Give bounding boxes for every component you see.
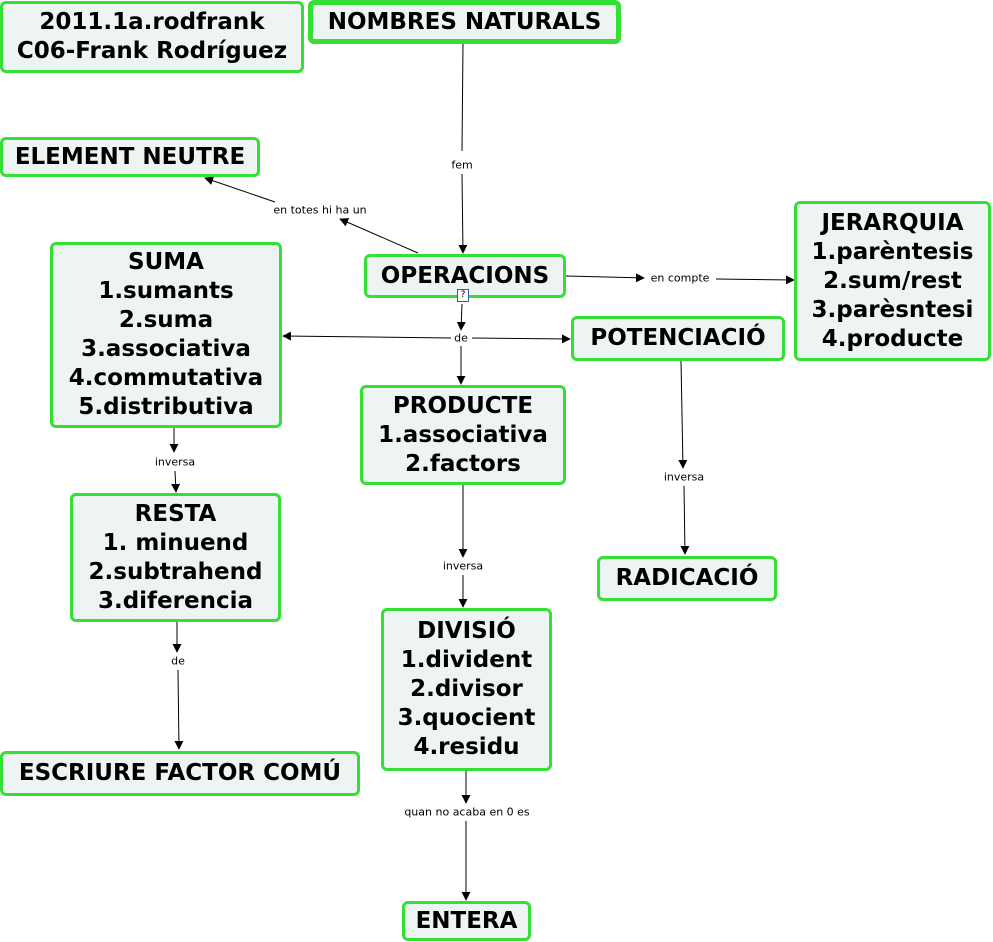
author-line-2: C06-Frank Rodríguez bbox=[16, 38, 288, 64]
document-icon[interactable]: ? bbox=[457, 289, 469, 302]
concept-divisio[interactable]: DIVISIÓ 1.divident 2.divisor 3.quocient … bbox=[381, 608, 552, 771]
author-line-1: 2011.1a.rodfrank bbox=[39, 9, 265, 35]
producte-item-2: 2.factors bbox=[405, 450, 521, 477]
link-label-de-resta: de bbox=[169, 654, 187, 668]
radicacio-label: RADICACIÓ bbox=[615, 565, 759, 591]
jerarquia-item-2: 2.sum/rest bbox=[823, 267, 962, 294]
link-label-en-compte: en compte bbox=[648, 271, 712, 285]
concept-entera[interactable]: ENTERA bbox=[402, 901, 531, 941]
jerarquia-item-3: 3.parèsntesi bbox=[811, 296, 974, 323]
suma-title: SUMA bbox=[128, 249, 204, 275]
resta-item-1: 1. minuend bbox=[102, 529, 249, 556]
resta-item-2: 2.subtrahend bbox=[88, 558, 263, 585]
potenciacio-label: POTENCIACIÓ bbox=[590, 325, 766, 351]
resta-item-3: 3.diferencia bbox=[97, 587, 254, 614]
concept-potenciacio[interactable]: POTENCIACIÓ bbox=[571, 316, 785, 361]
link-label-inversa-suma: inversa bbox=[152, 455, 198, 469]
suma-item-2: 2.suma bbox=[118, 307, 214, 333]
escriure-label: ESCRIURE FACTOR COMÚ bbox=[18, 760, 342, 786]
concept-element-neutre[interactable]: ELEMENT NEUTRE bbox=[0, 137, 260, 177]
concept-producte[interactable]: PRODUCTE 1.associativa 2.factors bbox=[360, 385, 566, 485]
link-label-quan-no-acaba: quan no acaba en 0 es bbox=[402, 805, 532, 819]
concept-radicacio[interactable]: RADICACIÓ bbox=[597, 556, 777, 601]
link-label-inversa-potenciacio: inversa bbox=[661, 470, 707, 484]
producte-item-1: 1.associativa bbox=[378, 421, 548, 448]
link-label-en-totes: en totes hi ha un bbox=[271, 203, 369, 217]
divisio-item-2: 2.divisor bbox=[410, 676, 523, 702]
resta-title: RESTA bbox=[134, 500, 217, 527]
link-label-fem: fem bbox=[449, 158, 475, 172]
divisio-title: DIVISIÓ bbox=[417, 618, 516, 644]
concept-jerarquia[interactable]: JERARQUIA 1.parèntesis 2.sum/rest 3.parè… bbox=[794, 201, 991, 361]
divisio-item-3: 3.quocient bbox=[397, 705, 536, 731]
suma-item-3: 3.associativa bbox=[81, 336, 251, 362]
entera-label: ENTERA bbox=[415, 907, 518, 934]
root-node-label: NOMBRES NATURALS bbox=[327, 8, 602, 35]
author-node[interactable]: 2011.1a.rodfrank C06-Frank Rodríguez bbox=[0, 1, 304, 73]
jerarquia-item-1: 1.parèntesis bbox=[811, 238, 974, 265]
concept-escriure-factor-comu[interactable]: ESCRIURE FACTOR COMÚ bbox=[0, 751, 360, 796]
concept-resta[interactable]: RESTA 1. minuend 2.subtrahend 3.diferenc… bbox=[70, 493, 281, 622]
jerarquia-title: JERARQUIA bbox=[821, 209, 964, 236]
root-node-nombres-naturals[interactable]: NOMBRES NATURALS bbox=[308, 0, 621, 44]
suma-item-5: 5.distributiva bbox=[78, 394, 254, 420]
link-label-inversa-producte: inversa bbox=[440, 559, 486, 573]
producte-title: PRODUCTE bbox=[392, 392, 534, 419]
element-neutre-label: ELEMENT NEUTRE bbox=[14, 143, 246, 170]
suma-item-1: 1.sumants bbox=[98, 278, 234, 304]
concept-suma[interactable]: SUMA 1.sumants 2.suma 3.associativa 4.co… bbox=[50, 242, 282, 428]
suma-item-4: 4.commutativa bbox=[68, 365, 264, 391]
operacions-label: OPERACIONS bbox=[380, 262, 550, 289]
divisio-item-4: 4.residu bbox=[413, 734, 520, 760]
jerarquia-item-4: 4.producte bbox=[821, 325, 964, 352]
link-label-de-operacions: de bbox=[452, 331, 470, 345]
divisio-item-1: 1.divident bbox=[400, 647, 533, 673]
